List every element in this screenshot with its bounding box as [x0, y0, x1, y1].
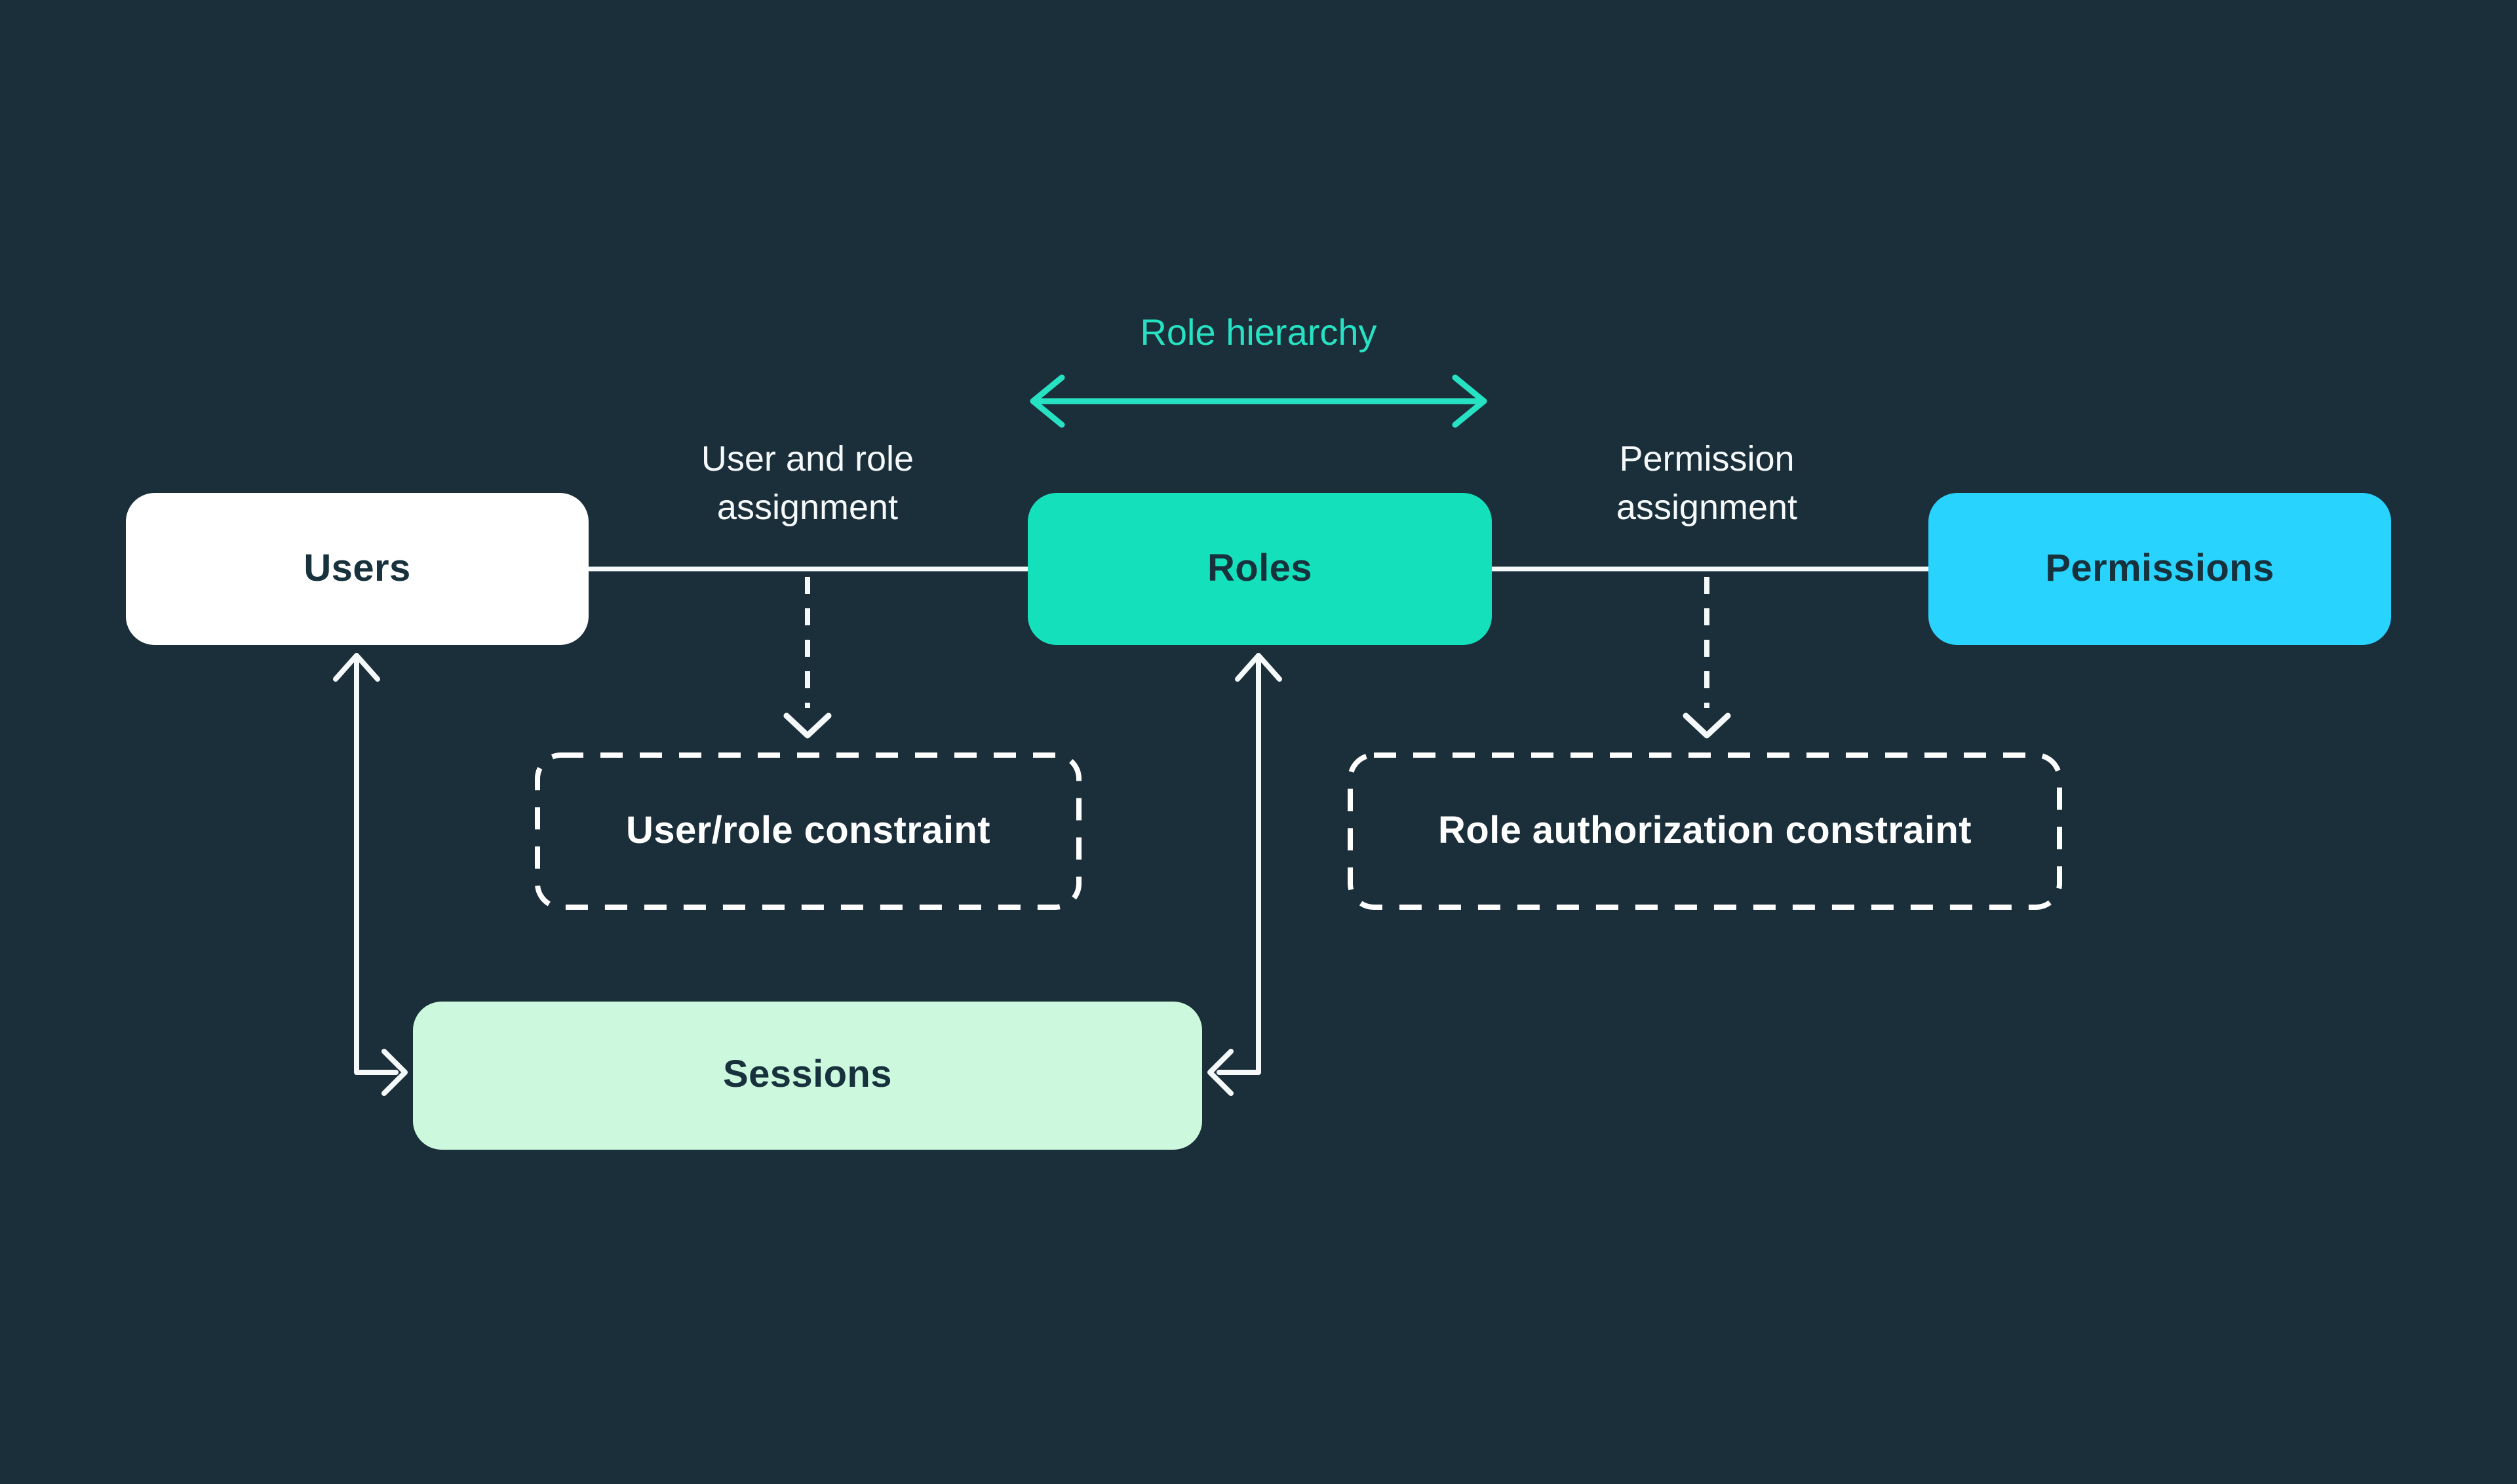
user-role-constraint-border — [535, 752, 1082, 910]
role-authorization-constraint-border — [1348, 752, 2062, 910]
user-role-constraint-dashed-arrow — [783, 577, 832, 739]
user-role-assignment-label-line2: assignment — [716, 488, 899, 527]
roles-node: Roles — [1028, 493, 1492, 645]
user-role-constraint-node: User/role constraint — [537, 755, 1079, 907]
role-authorization-constraint-label: Role authorization constraint — [1438, 810, 1972, 851]
user-role-constraint-label: User/role constraint — [626, 810, 990, 851]
permission-assignment-label-line1: Permission — [1619, 439, 1795, 478]
permissions-node: Permissions — [1928, 493, 2391, 645]
user-role-assignment-label-line1: User and role — [701, 439, 914, 478]
sessions-node: Sessions — [413, 1002, 1202, 1150]
permission-assignment-label-line2: assignment — [1616, 488, 1798, 527]
user-role-assignment-label: User and role assignment — [572, 435, 1044, 532]
users-sessions-double-arrow — [333, 653, 408, 1096]
permission-assignment-label: Permission assignment — [1471, 435, 1943, 532]
role-hierarchy-label: Role hierarchy — [1140, 312, 1377, 353]
role-authorization-constraint-node: Role authorization constraint — [1350, 755, 2059, 907]
roles-sessions-double-arrow — [1207, 653, 1282, 1096]
role-authorization-constraint-dashed-arrow — [1683, 577, 1731, 739]
permissions-node-label: Permissions — [2045, 547, 2274, 589]
users-node-label: Users — [303, 547, 411, 589]
roles-node-label: Roles — [1207, 547, 1312, 589]
role-hierarchy-double-arrow — [1030, 374, 1487, 428]
sessions-node-label: Sessions — [723, 1054, 892, 1096]
users-node: Users — [126, 493, 589, 645]
